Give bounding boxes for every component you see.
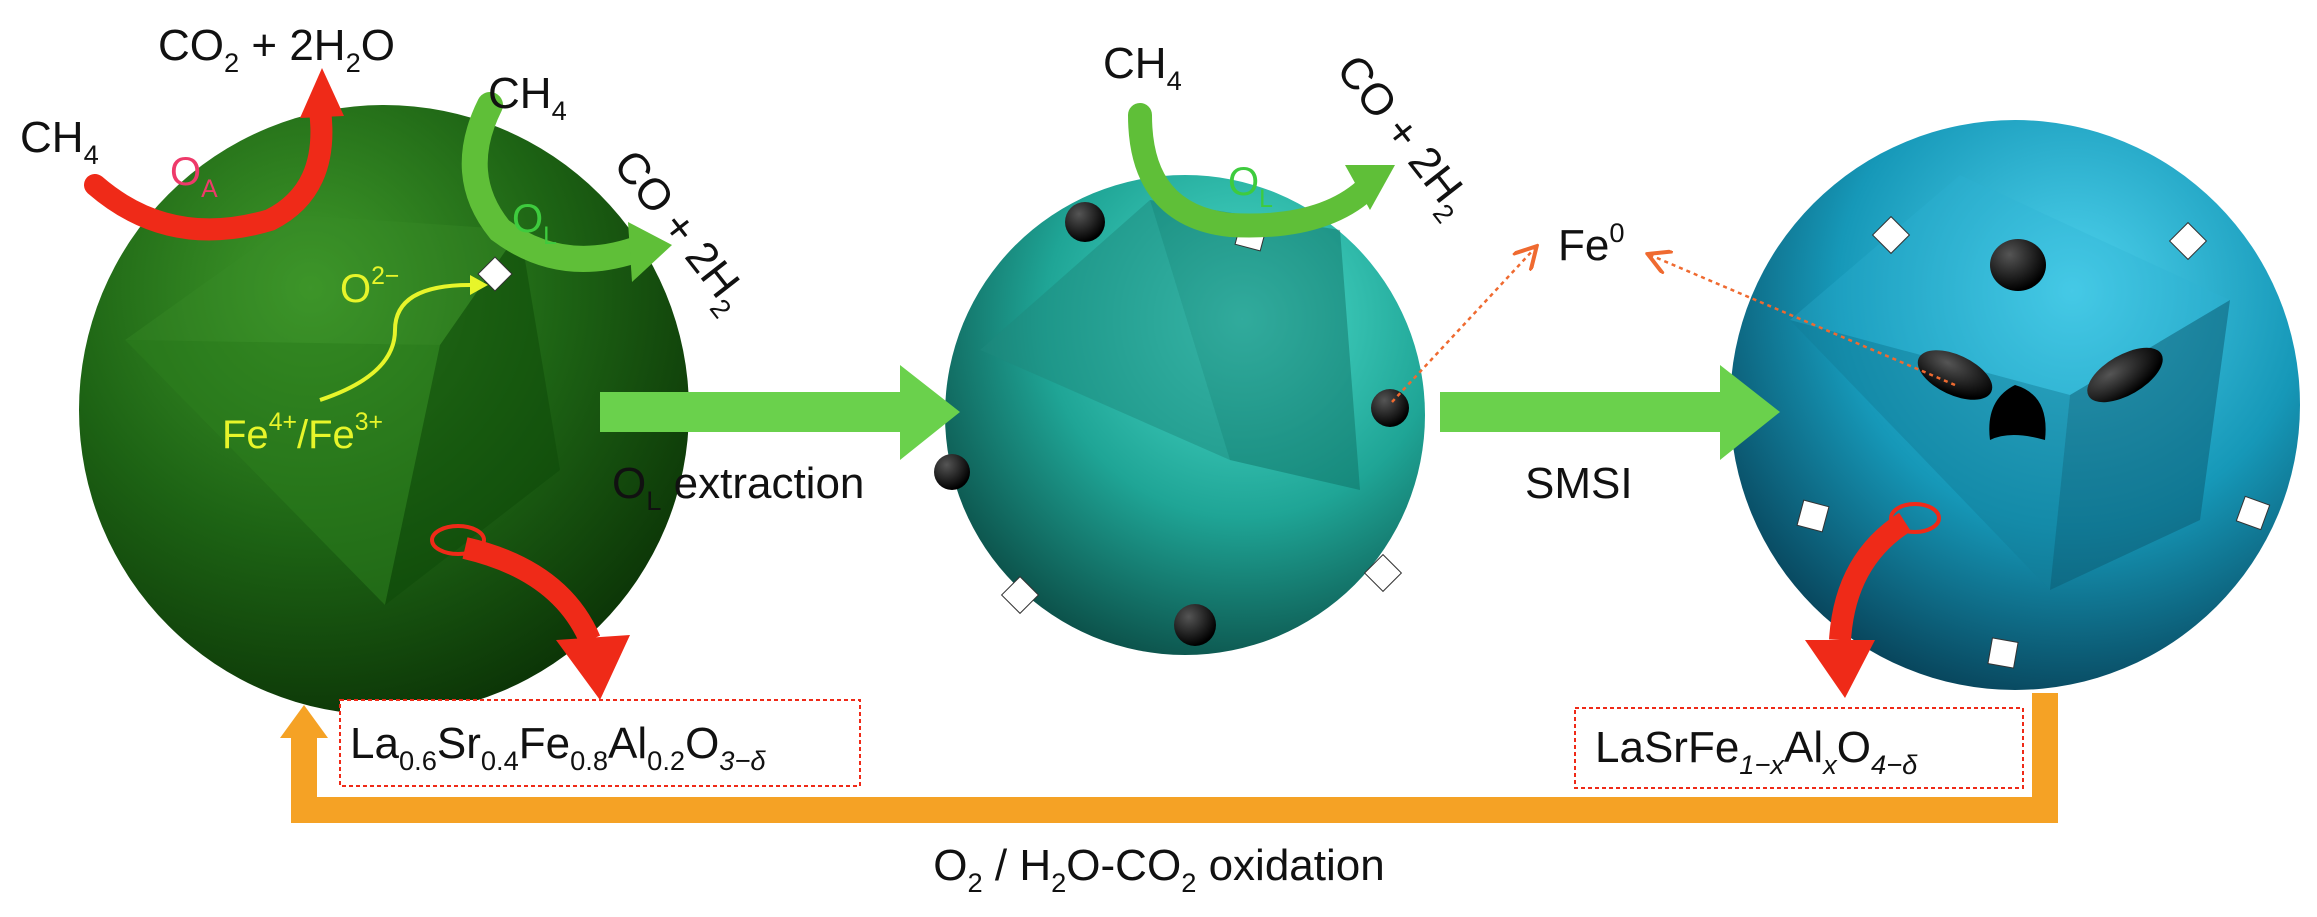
- fe43-label: Fe4+/Fe3+: [222, 409, 383, 457]
- co2-h2o-label: CO2 + 2H2O: [158, 21, 395, 78]
- vacancy-square-icon: [2168, 221, 2208, 261]
- intermediate-sphere: [934, 175, 1425, 655]
- o2minus-label: O2−: [340, 263, 399, 311]
- fe-particle-icon: [1990, 239, 2046, 291]
- ch4-mid1-label: CH4: [488, 69, 567, 126]
- vacancy-square-icon: [1796, 499, 1830, 533]
- smsi-label: SMSI: [1525, 459, 1633, 508]
- ol-extraction-block-arrow: [600, 365, 960, 460]
- perovskite-formula: La0.6Sr0.4Fe0.8Al0.2O3−δ: [350, 719, 766, 776]
- ol-label-1: OL: [512, 197, 557, 250]
- fe-particle-icon: [1174, 604, 1216, 646]
- ch4-left-label: CH4: [20, 113, 99, 170]
- fe-particle-icon: [1065, 202, 1105, 242]
- fe0-pointer-line: [1391, 248, 1535, 403]
- fe-particle-icon: [934, 454, 970, 490]
- vacancy-square-icon: [1363, 553, 1403, 593]
- vacancy-square-icon: [477, 256, 513, 292]
- smsi-block-arrow: [1440, 365, 1780, 460]
- rp-formula: LaSrFe1−xAlxO4−δ: [1595, 723, 1918, 780]
- vacancy-square-icon: [1871, 215, 1911, 255]
- oxidation-label: O2 / H2O-CO2 oxidation: [933, 841, 1384, 898]
- perovskite-sphere: [79, 105, 689, 715]
- o2-migration-arrow: [319, 275, 488, 402]
- structure-indicator-arrow-2: [1805, 502, 1941, 698]
- ol-curved-arrow-1: [461, 92, 672, 282]
- oa-label: OA: [170, 150, 218, 203]
- oxidation-return-arrow: [280, 693, 2058, 823]
- ol-curved-arrow-2: [1128, 103, 1395, 238]
- fe-particle-icon: [1917, 350, 1993, 400]
- fe-particle-icon: [2087, 347, 2163, 403]
- oa-curved-arrow: [84, 68, 344, 241]
- vacancy-square-icon: [1987, 637, 2019, 669]
- fe-particle-icon: [1989, 385, 2046, 440]
- ruddlesden-popper-sphere: [1730, 120, 2300, 690]
- fe-particle-icon: [1371, 389, 1409, 427]
- ol-label-2: OL: [1228, 160, 1273, 213]
- ol-extraction-label: OL extraction: [612, 459, 864, 516]
- vacancy-square-icon: [1000, 575, 1040, 615]
- ch4-mid2-label: CH4: [1103, 39, 1182, 96]
- fe0-label: Fe0: [1558, 217, 1625, 270]
- vacancy-square-icon: [2235, 495, 2271, 531]
- perovskite-formula-box: [339, 699, 861, 787]
- structure-indicator-arrow-1: [430, 524, 630, 700]
- rp-formula-box: [1574, 707, 2024, 789]
